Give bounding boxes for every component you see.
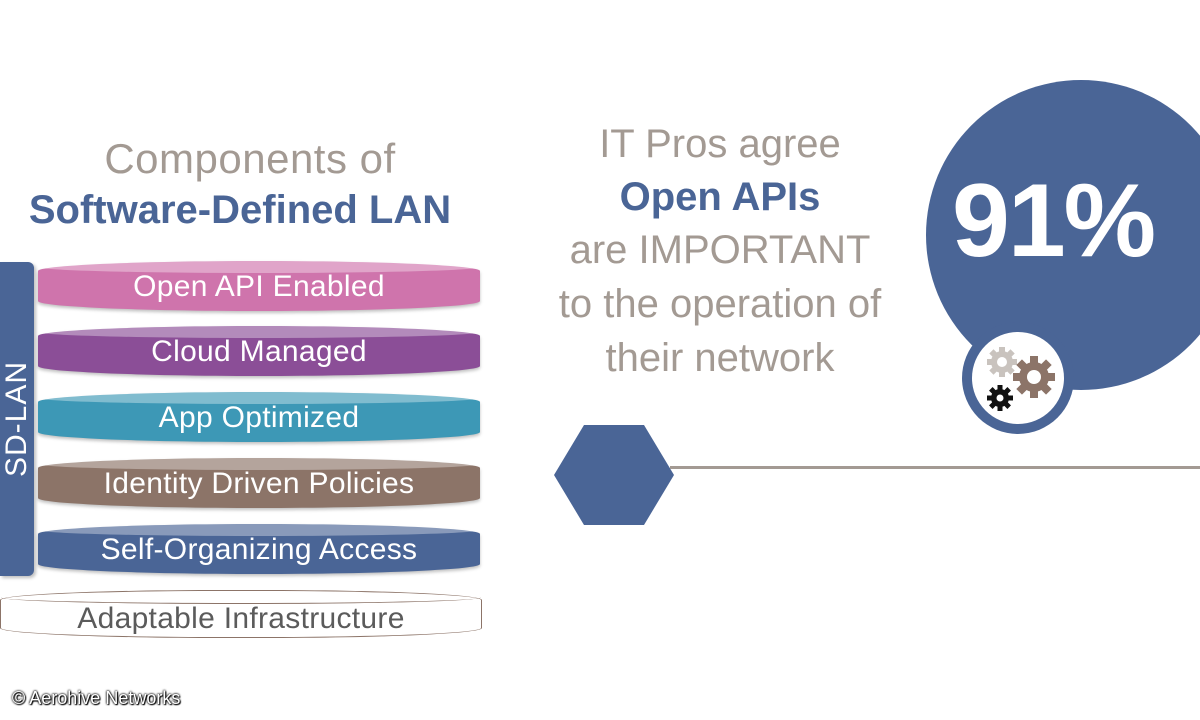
gears-icon	[972, 332, 1064, 424]
layer-app-optimized: App Optimized	[38, 392, 480, 442]
layer-adaptable-infrastructure: Adaptable Infrastructure	[0, 590, 482, 638]
diagram-title-line1: Components of	[104, 135, 396, 182]
layer-identity-driven-policies: Identity Driven Policies	[38, 458, 480, 508]
layer-open-api-enabled: Open API Enabled	[38, 261, 480, 311]
stat-percent: 91%	[952, 163, 1156, 279]
sdlan-side-label: SD-LAN	[0, 360, 33, 478]
connector-line	[670, 466, 1200, 469]
layer-self-organizing-access: Self-Organizing Access	[38, 524, 480, 574]
statement-line5: their network	[605, 336, 835, 380]
stat-circle	[926, 80, 1200, 390]
statement-line1: IT Pros agree	[599, 122, 841, 166]
copyright-notice: © Aerohive Networks	[12, 688, 181, 708]
layer-cloud-managed: Cloud Managed	[38, 326, 480, 376]
statement-line3: are IMPORTANT	[569, 228, 871, 272]
hexagon-icon	[554, 425, 674, 530]
diagram-title-line2: Software-Defined LAN	[28, 188, 452, 232]
statement-line4: to the operation of	[558, 282, 882, 326]
sdlan-side-bar	[0, 262, 34, 576]
statement-line2: Open APIs	[619, 175, 821, 219]
